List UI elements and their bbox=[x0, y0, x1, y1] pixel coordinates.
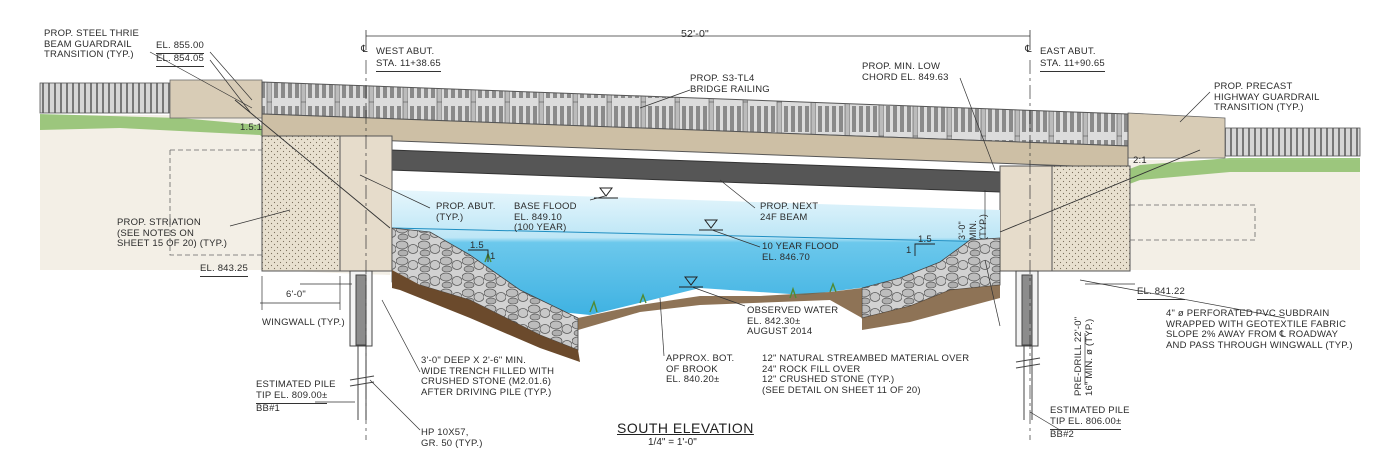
east-pile bbox=[1015, 270, 1041, 420]
right-riprap-slope-run: 1.5 bbox=[918, 234, 932, 245]
right-slope-line bbox=[999, 149, 1201, 233]
pile-tip-right-line2: TIP EL. 806.00± bbox=[1050, 416, 1122, 430]
subdrain-label: 4" ø PERFORATED PVC SUBDRAIN WRAPPED WIT… bbox=[1166, 308, 1353, 351]
ten-year-flood-label: 10 YEAR FLOOD EL. 846.70 bbox=[762, 241, 839, 263]
ten-year-flood-line bbox=[391, 227, 1001, 243]
east-abutment-face bbox=[999, 165, 1053, 272]
observed-water-marker bbox=[679, 276, 703, 288]
pile-tip-left-line2: TIP EL. 809.00± bbox=[256, 390, 328, 404]
pile-tip-right-line3: BB#2 bbox=[1050, 429, 1075, 440]
ten-year-flood-marker bbox=[699, 219, 723, 231]
right-riprap-slope-rise: 1 bbox=[906, 245, 912, 256]
right-riprap-slope-symbol bbox=[914, 243, 935, 256]
east-abut-name: EAST ABUT. bbox=[1040, 46, 1096, 57]
el-854-label: EL. 854.05 bbox=[156, 53, 204, 67]
left-riprap-slope-rise: 1 bbox=[490, 251, 496, 262]
striation-label: PROP. STRIATION (SEE NOTES ON SHEET 15 O… bbox=[117, 217, 228, 249]
drawing-scale: 1/4" = 1'-0" bbox=[648, 437, 697, 448]
grass-tufts bbox=[484, 252, 837, 313]
el-841-label: EL. 841.22 bbox=[1137, 286, 1185, 300]
wingwall-label: WINGWALL (TYP.) bbox=[262, 317, 345, 328]
guardrail-left-label: PROP. STEEL THRIE BEAM GUARDRAIL TRANSIT… bbox=[44, 28, 140, 60]
guardrail-right-label: PROP. PRECAST HIGHWAY GUARDRAIL TRANSITI… bbox=[1214, 81, 1320, 113]
span-dimension-label: 52'-0" bbox=[681, 28, 709, 40]
pile-tip-left-line1: ESTIMATED PILE bbox=[256, 379, 336, 390]
right-guardrail bbox=[1224, 127, 1361, 157]
predrill-label: PRE-DRILL 22'-0" 16" MIN. ø (TYP.) bbox=[1073, 316, 1095, 396]
west-abut-station: STA. 11+38.65 bbox=[376, 58, 441, 72]
left-guardrail-transition bbox=[169, 79, 263, 119]
west-pile bbox=[349, 270, 375, 420]
base-flood-marker bbox=[594, 187, 618, 199]
water-body bbox=[392, 190, 1000, 315]
left-slope-line bbox=[234, 99, 391, 229]
west-centerline-symbol: ℄ bbox=[361, 44, 368, 55]
drawing-title: SOUTH ELEVATION bbox=[617, 420, 754, 436]
span-dimension-line bbox=[365, 30, 1031, 50]
next-beam-label: PROP. NEXT 24F BEAM bbox=[760, 201, 819, 223]
streambed-soil bbox=[392, 270, 580, 362]
trench-label: 3'-0" DEEP X 2'-6" MIN. WIDE TRENCH FILL… bbox=[421, 355, 555, 398]
left-wingwall-outline bbox=[169, 149, 262, 256]
el-855-label: EL. 855.00 bbox=[156, 40, 204, 54]
streambed-bottom bbox=[578, 285, 1000, 330]
east-centerline-symbol: ℄ bbox=[1025, 44, 1032, 55]
low-chord-label: PROP. MIN. LOW CHORD EL. 849.63 bbox=[862, 61, 949, 83]
right-guardrail-transition bbox=[1127, 112, 1226, 159]
wingwall-dim-label: 6'-0" bbox=[286, 289, 306, 300]
left-riprap-slope-run: 1.5 bbox=[470, 240, 484, 251]
left-guardrail bbox=[39, 82, 171, 114]
clearance-label: 3'-0" MIN. (TYP.) bbox=[957, 213, 988, 240]
left-slope-label: 1.5:1 bbox=[240, 122, 263, 133]
pile-tip-left-line3: BB#1 bbox=[256, 403, 281, 414]
base-flood-label: BASE FLOOD EL. 849.10 (100 YEAR) bbox=[514, 201, 577, 233]
hp-pile-label: HP 10X57, GR. 50 (TYP.) bbox=[421, 427, 483, 449]
west-abut-name: WEST ABUT. bbox=[376, 46, 435, 57]
east-abut-station: STA. 11+90.65 bbox=[1040, 58, 1105, 72]
bridge-railing-label: PROP. S3-TL4 BRIDGE RAILING bbox=[690, 73, 770, 95]
left-riprap-slope-symbol bbox=[468, 249, 489, 262]
observed-water-label: OBSERVED WATER EL. 842.30± AUGUST 2014 bbox=[747, 305, 839, 337]
prop-abut-label: PROP. ABUT. (TYP.) bbox=[436, 201, 496, 223]
el-843-label: EL. 843.25 bbox=[200, 263, 248, 277]
right-slope-label: 2:1 bbox=[1133, 155, 1147, 166]
streambed-label: 12" NATURAL STREAMBED MATERIAL OVER 24" … bbox=[762, 353, 970, 396]
pile-tip-right-line1: ESTIMATED PILE bbox=[1050, 405, 1130, 416]
brook-bottom-label: APPROX. BOT. OF BROOK EL. 840.20± bbox=[666, 353, 735, 385]
